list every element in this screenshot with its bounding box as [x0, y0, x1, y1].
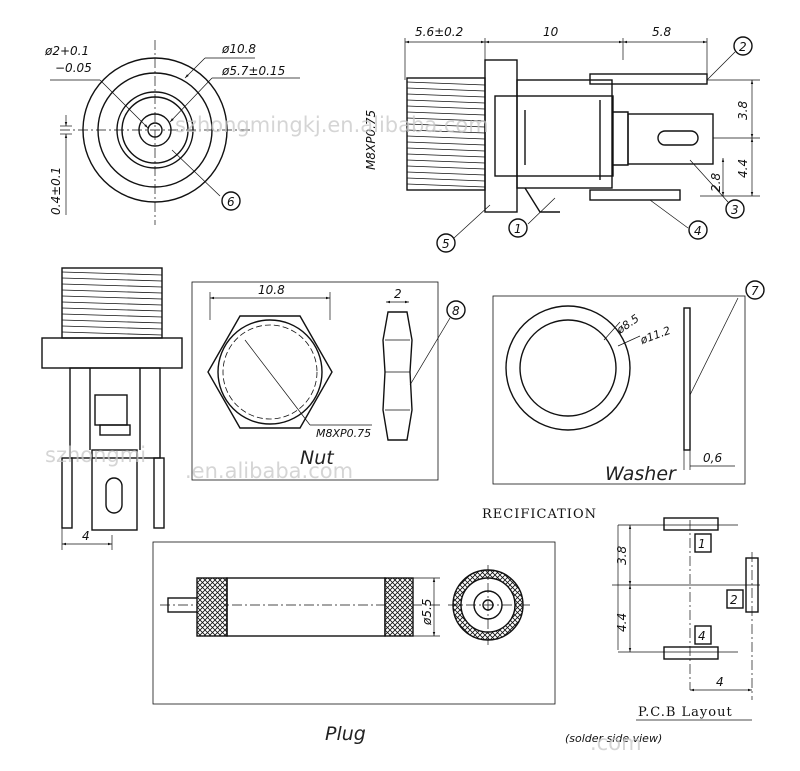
svg-text:6: 6	[227, 195, 235, 209]
label-nut-thread: M8XP0.75	[316, 427, 371, 440]
label-dia-small-tol: −0.05	[55, 61, 92, 75]
label-thread-len: 5.6±0.2	[415, 25, 463, 39]
label-pcb-3-8: 3.8	[615, 546, 629, 565]
label-dim-2-8: 2.8	[709, 173, 723, 192]
label-nut-thick: 2	[394, 287, 402, 301]
plug-title: Plug	[325, 723, 366, 745]
svg-text:4: 4	[694, 224, 702, 238]
label-offset-vertical: 0.4±0.1	[49, 167, 63, 215]
washer-outer	[505, 305, 631, 431]
side-view: 5.6±0.2 10 5.8 M8XP0.75 3.8 4.4 2.8	[364, 25, 760, 253]
svg-text:7: 7	[751, 284, 759, 298]
label-washer-outer: ø11.2	[638, 324, 673, 347]
plug-panel: ø5.5	[152, 541, 556, 705]
washer-title: Washer	[605, 463, 677, 485]
label-pcb-4-4: 4.4	[615, 613, 629, 632]
label-tab-len: 5.8	[652, 25, 671, 39]
callout-8	[446, 300, 466, 320]
label-body-len: 10	[543, 25, 559, 39]
callout-6	[221, 191, 241, 211]
callout-7	[745, 280, 765, 300]
nut-panel: 10.8 M8XP0.75 Nut 2 8	[191, 281, 466, 481]
pcb-subtitle: (solder side view)	[565, 732, 662, 745]
callout-3	[725, 199, 745, 219]
watermark-top: szhongmingkj.en.alibaba.com	[175, 113, 489, 137]
label-washer-thick: 0,6	[703, 451, 722, 465]
nut-title: Nut	[300, 447, 335, 469]
pcb-pad-1: 1	[698, 537, 706, 551]
svg-text:3: 3	[731, 203, 739, 217]
front-outer-circle	[82, 57, 228, 203]
spec-heading: RECIFICATION	[482, 507, 597, 522]
callout-2	[733, 36, 753, 56]
nut-hex	[207, 315, 333, 429]
watermark-bottom: .com	[590, 731, 642, 755]
label-side-width: 4	[82, 529, 90, 543]
watermarks: szhongmingkj.en.alibaba.com szhongmi .en…	[45, 113, 642, 755]
pcb-pad-4: 4	[698, 629, 706, 643]
watermark-mid: .en.alibaba.com	[185, 459, 353, 483]
callout-1	[508, 218, 528, 238]
callout-5	[436, 233, 456, 253]
label-pcb-4: 4	[716, 675, 724, 689]
label-dia-mid: ø5.7±0.15	[221, 64, 285, 78]
pcb-title: P.C.B Layout	[638, 705, 733, 720]
label-plug-dia: ø5.5	[420, 599, 434, 626]
label-washer-inner: ø8.5	[613, 312, 641, 337]
svg-text:1: 1	[514, 222, 522, 236]
callout-4	[688, 220, 708, 240]
svg-text:8: 8	[452, 304, 460, 318]
washer-panel: ø8.5 ø11.2 7 0,6 Washer	[492, 280, 765, 485]
label-dia-small: ø2+0.1	[44, 44, 89, 58]
pcb-pad-2: 2	[730, 593, 738, 607]
watermark-left: szhongmi	[45, 443, 146, 467]
label-thread-spec: M8XP0.75	[364, 110, 378, 170]
svg-text:2: 2	[739, 40, 747, 54]
pcb-layout: RECIFICATION 3.8 4.4 1 2 4 4 P.C.B Layou…	[482, 507, 760, 745]
label-dim-3-8: 3.8	[736, 101, 750, 120]
left-side-view: 4	[41, 267, 183, 550]
front-view: ø2+0.1 −0.05 ø10.8 ø5.7±0.15 0.4±0.1 6	[44, 40, 300, 225]
svg-text:5: 5	[442, 237, 450, 251]
label-dia-outer: ø10.8	[221, 42, 256, 56]
label-dim-4-4: 4.4	[736, 159, 750, 178]
label-nut-width: 10.8	[258, 283, 285, 297]
